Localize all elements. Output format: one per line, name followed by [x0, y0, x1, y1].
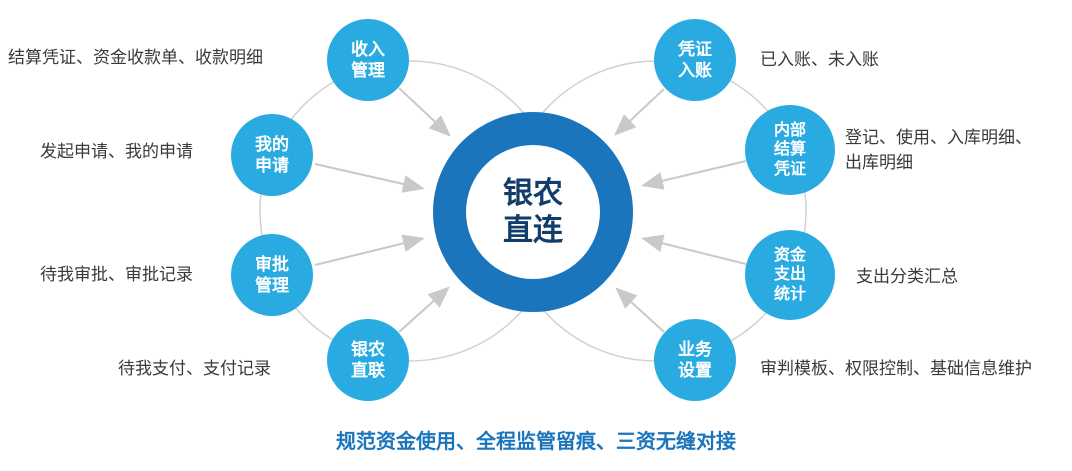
node-fund-expenditure-stats: 资金 支出 统计 — [745, 230, 835, 320]
arrow-settlement-to-center — [641, 160, 747, 190]
center-hub-label: 银农 直连 — [466, 145, 600, 279]
arrow-directlink-to-center — [398, 286, 450, 333]
desc-my-application: 发起申请、我的申请 — [40, 142, 193, 161]
node-my-application: 我的 申请 — [231, 114, 313, 196]
node-internal-settlement-voucher: 内部 结算 凭证 — [745, 105, 835, 195]
node-income-management: 收入 管理 — [327, 19, 409, 101]
center-hub: 银农 直连 — [433, 112, 633, 312]
arrow-expenditure-to-center — [641, 234, 747, 265]
bottom-caption: 规范资金使用、全程监管留痕、三资无缝对接 — [336, 431, 736, 453]
desc-voucher-entry: 已入账、未入账 — [760, 50, 879, 69]
node-voucher-entry: 凭证 入账 — [654, 19, 736, 101]
node-business-settings: 业务 设置 — [654, 319, 736, 401]
node-approval-management: 审批 管理 — [231, 234, 313, 316]
arrow-application-to-center — [314, 163, 425, 193]
arrow-voucher-to-center — [614, 88, 665, 136]
desc-approval-management: 待我审批、审批记录 — [40, 265, 193, 284]
desc-income-management: 结算凭证、资金收款单、收款明细 — [8, 48, 263, 67]
node-bank-agri-direct-link: 银农 直联 — [327, 319, 409, 401]
desc-bank-agri-direct-link: 待我支付、支付记录 — [118, 359, 271, 378]
arrow-settings-to-center — [615, 287, 665, 333]
desc-internal-settlement-voucher: 登记、使用、入库明细、 出库明细 — [845, 128, 1032, 172]
arrow-income-to-center — [398, 87, 451, 137]
desc-business-settings: 审判模板、权限控制、基础信息维护 — [760, 359, 1032, 378]
arrow-approval-to-center — [314, 234, 425, 266]
desc-fund-expenditure-stats: 支出分类汇总 — [856, 267, 958, 286]
